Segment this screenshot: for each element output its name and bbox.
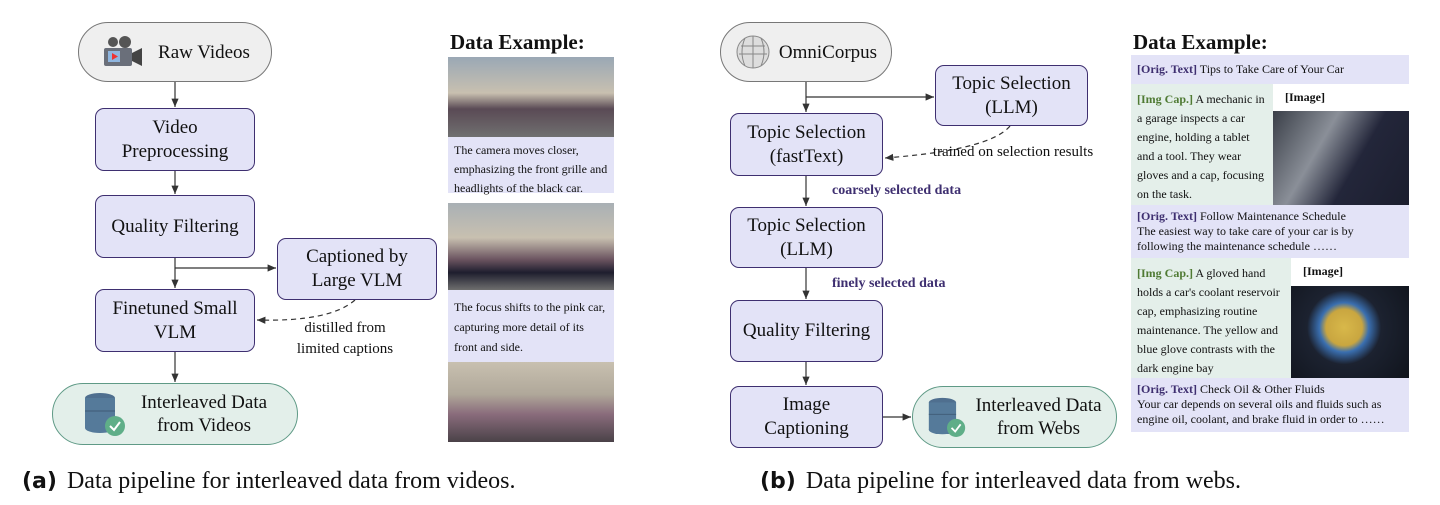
raw-videos-node: Raw Videos [78,22,272,82]
img-caption-2: [Img Cap.] A gloved hand holds a car's c… [1131,258,1291,378]
glove-photo [1291,286,1409,378]
trained-note: trained on selection results [932,144,1094,160]
video-frame-3 [448,362,614,442]
edge-label-coarse: coarsely selected data [832,183,962,198]
captioned-by-large-vlm-node: Captioned by Large VLM [277,238,437,300]
figure-caption-a: (a)Data pipeline for interleaved data fr… [22,468,516,494]
figure-caption-b: (b)Data pipeline for interleaved data fr… [760,468,1242,494]
video-frame-1 [448,57,614,137]
database-check-icon [84,393,125,436]
video-camera-icon [104,36,143,66]
image-captioning-node: Image Captioning [730,386,883,448]
data-example-title: Data Example: [1133,30,1268,54]
img-caption-1: [Img Cap.] A mechanic in a garage inspec… [1131,84,1273,205]
video-preprocessing-node: Video Preprocessing [95,108,255,171]
frame-caption-2: The focus shifts to the pink car, captur… [448,290,614,362]
omnicorpus-label: OmniCorpus [778,41,878,63]
wikipedia-globe-icon [736,35,770,69]
image-label-2: [Image] [1303,264,1343,278]
frame-caption-1: The camera moves closer, emphasizing the… [448,137,614,195]
output-label-1: Interleaved Data [975,395,1102,416]
orig-text-2: [Orig. Text] Follow Maintenance Schedule… [1131,205,1409,258]
omnicorpus-node: OmniCorpus [720,22,892,82]
mechanic-photo [1273,111,1409,205]
orig-text-1: [Orig. Text] Tips to Take Care of Your C… [1131,55,1409,84]
image-label-1: [Image] [1285,90,1325,104]
topic-selection-llm-node: Topic Selection (LLM) [730,207,883,268]
topic-selection-fasttext-node: Topic Selection (fastText) [730,113,883,176]
finetuned-small-vlm-node: Finetuned Small VLM [95,289,255,352]
output-label-2: from Webs [996,418,1081,439]
edge-label-fine: finely selected data [832,276,946,291]
raw-videos-label: Raw Videos [158,41,250,63]
output-label-2: from Videos [156,415,252,436]
quality-filtering-node: Quality Filtering [95,195,255,258]
topic-selection-llm-top-node: Topic Selection (LLM) [935,65,1088,126]
data-example-title: Data Example: [450,30,585,54]
quality-filtering-web-node: Quality Filtering [730,300,883,362]
output-label-1: Interleaved Data [140,392,268,413]
database-check-icon [929,397,966,437]
video-frame-2 [448,203,614,290]
